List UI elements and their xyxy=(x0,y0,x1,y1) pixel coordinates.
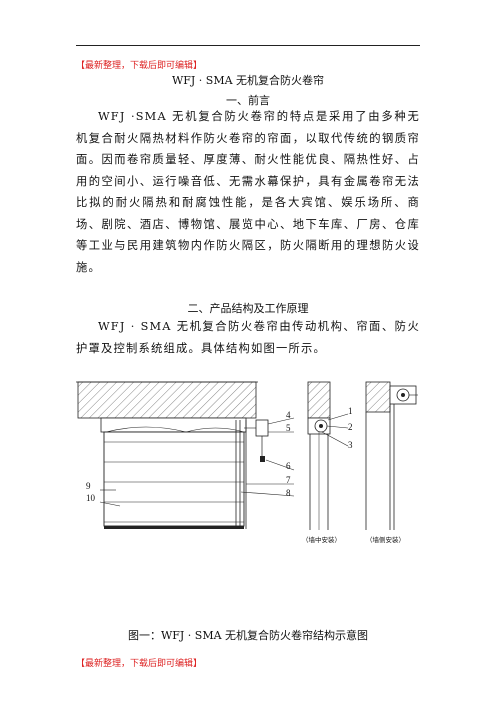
header-rule xyxy=(76,45,420,46)
label-5: 5 xyxy=(286,423,291,433)
label-2: 2 xyxy=(348,422,353,432)
label-4: 4 xyxy=(286,410,291,420)
front-wall-lintel xyxy=(77,381,257,419)
label-8: 8 xyxy=(286,488,291,498)
caption-wall-side: （墙侧安装） xyxy=(366,535,405,544)
section1-heading: 一、前言 xyxy=(226,94,270,107)
label-1: 1 xyxy=(348,406,353,416)
label-3: 3 xyxy=(348,440,353,450)
caption-in-wall: （墙中安装） xyxy=(302,535,341,544)
structure-diagram: 4 5 6 7 8 9 10 1 2 3 （墙中安装） xyxy=(76,381,418,544)
footer-note: 【最新整理，下载后即可编辑】 xyxy=(76,659,203,669)
control-box xyxy=(255,419,269,437)
label-10: 10 xyxy=(86,493,96,503)
label-6: 6 xyxy=(286,461,291,471)
bottom-bar xyxy=(104,526,244,529)
section1-paragraph: WFJ ·SMA 无机复合防火卷帘的特点是采用了由多种无机复合耐火隔热材料作防火… xyxy=(76,106,420,278)
label-9: 9 xyxy=(86,481,91,491)
figure-caption: 图一：WFJ · SMA 无机复合防火卷帘结构示意图 xyxy=(127,629,369,642)
section2-heading: 二、产品结构及工作原理 xyxy=(187,302,309,315)
section2-body-text: WFJ · SMA 无机复合防火卷帘由传动机构、帘面、防火护罩及控制系统组成。具… xyxy=(76,320,420,355)
section2-paragraph: WFJ · SMA 无机复合防火卷帘由传动机构、帘面、防火护罩及控制系统组成。具… xyxy=(76,316,420,359)
document-title: WFJ · SMA 无机复合防火卷帘 xyxy=(171,74,325,87)
section-view-in-wall xyxy=(307,381,331,530)
label-7: 7 xyxy=(286,475,291,485)
curtain-panel xyxy=(103,431,245,527)
front-view xyxy=(76,381,269,529)
header-note: 【最新整理，下载后即可编辑】 xyxy=(76,61,203,71)
section1-body-text: WFJ ·SMA 无机复合防火卷帘的特点是采用了由多种无机复合耐火隔热材料作防火… xyxy=(76,110,420,274)
roller-housing xyxy=(100,417,247,433)
section-view-wall-side xyxy=(365,381,418,530)
